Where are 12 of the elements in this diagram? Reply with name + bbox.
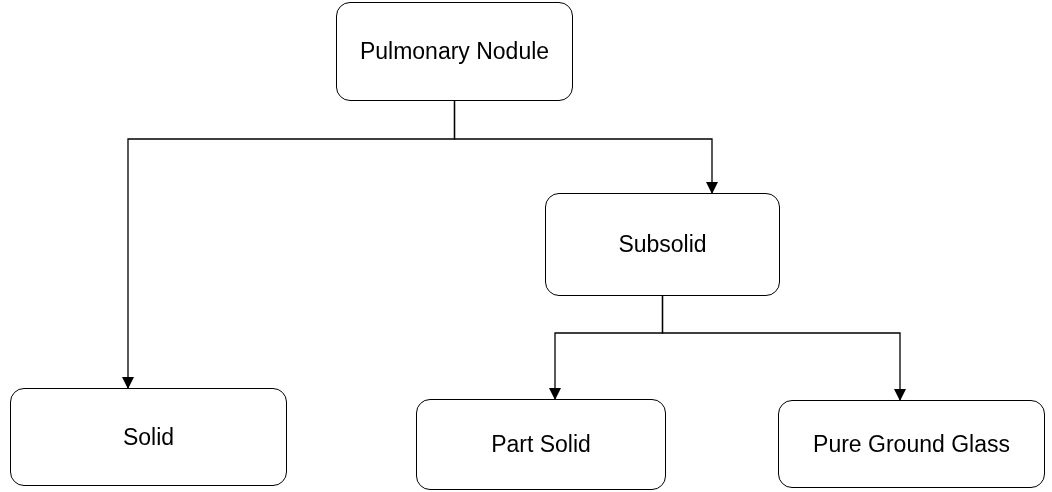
node-label: Solid [122,422,175,452]
process-box [545,193,780,296]
node-label: Subsolid [618,230,707,260]
node-label: Part Solid [491,430,591,460]
process-box [10,388,287,486]
arrow [453,100,718,194]
arrow [661,295,906,401]
node-label: Pulmonary Nodule [359,37,550,67]
process-box [336,2,573,101]
process-box [416,399,666,490]
node-label: Pure Ground Glass [813,429,1010,459]
process-box [778,400,1045,488]
